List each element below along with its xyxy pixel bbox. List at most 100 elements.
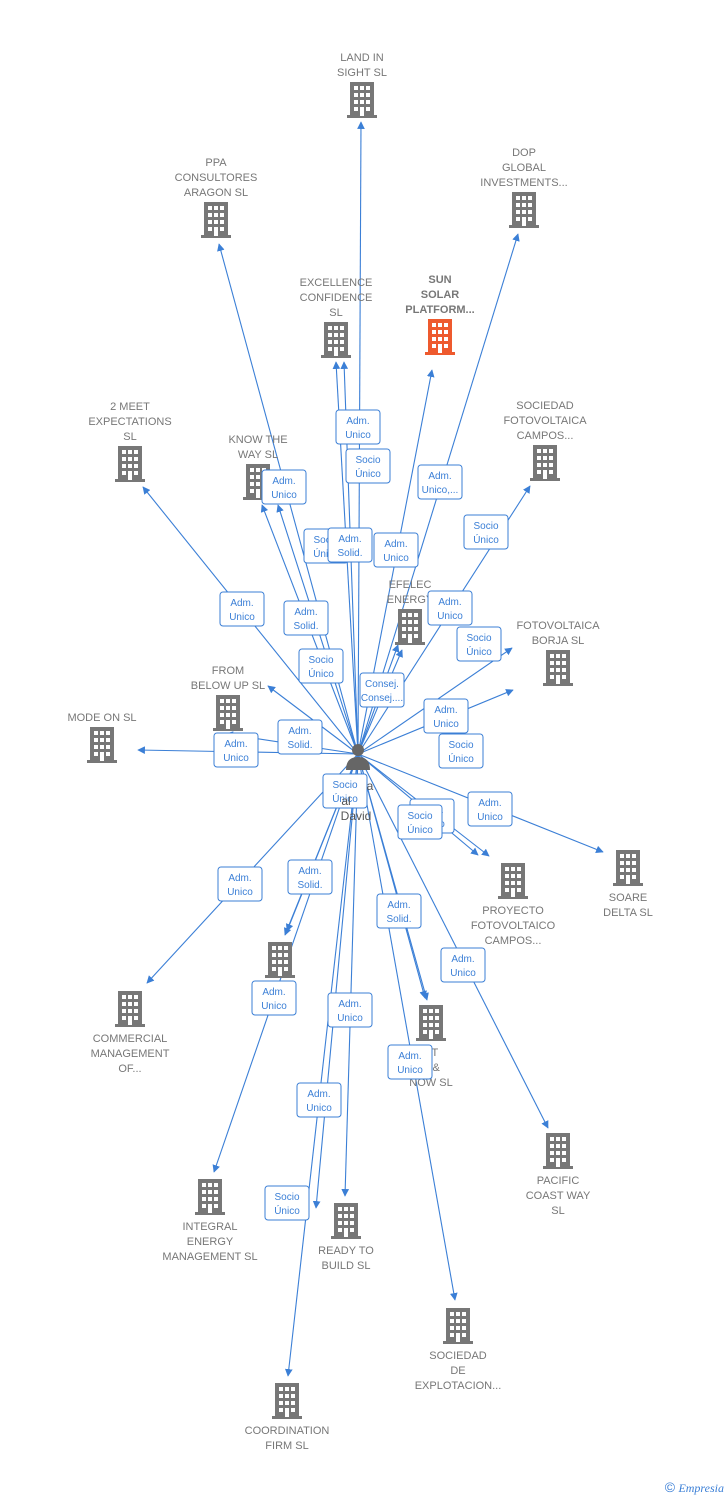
company-name-line: SL xyxy=(123,431,136,443)
building-icon xyxy=(543,650,573,686)
company-name-line: PROYECTO xyxy=(482,905,544,917)
company-name-line: WAY SL xyxy=(238,449,278,461)
company-name-line: PLATFORM... xyxy=(405,304,474,316)
company-node-proyecto[interactable]: PROYECTOFOTOVOLTAICOCAMPOS... xyxy=(471,863,556,947)
company-name-line: INTEGRAL xyxy=(182,1221,237,1233)
company-name-line: FIRM SL xyxy=(265,1440,308,1452)
company-name-line: FOTOVOLTAICO xyxy=(471,920,556,932)
relation-label-coordination[interactable]: Adm.Unico xyxy=(296,1082,342,1118)
company-name-line: COAST WAY xyxy=(526,1190,591,1202)
relation-label-box xyxy=(322,773,368,809)
relation-label-text: Único xyxy=(448,752,474,765)
company-node-coordination[interactable]: COORDINATION FIRM SL xyxy=(245,1383,330,1452)
edge-line-start-now xyxy=(357,753,429,1001)
company-node-commercial[interactable]: COMMERCIALMANAGEMENTOF... xyxy=(91,991,170,1075)
company-node-dop[interactable]: DOPGLOBALINVESTMENTS... xyxy=(480,147,568,228)
relation-label-know-the-way[interactable]: Adm. Solid. xyxy=(327,527,373,563)
relation-label-text: Adm. xyxy=(338,534,361,545)
relation-label-integral[interactable]: Adm.Unico xyxy=(251,980,297,1016)
relation-label-land-in-sight[interactable]: Adm.Unico xyxy=(335,409,381,445)
relation-label-box xyxy=(456,626,502,662)
relation-label-text: Único xyxy=(407,823,433,836)
relation-label-sociedad-explotacion[interactable]: Adm. Unico xyxy=(387,1044,433,1080)
relation-label-b4[interactable]: Adm.Solid. xyxy=(287,859,333,895)
relation-label-text: Solid. xyxy=(337,548,362,559)
company-node-sun-solar[interactable]: SUNSOLARPLATFORM... xyxy=(405,274,475,355)
relation-label-ready[interactable]: Adm.Unico xyxy=(327,992,373,1028)
building-icon xyxy=(416,1005,446,1041)
person-icon-head xyxy=(352,744,364,756)
relation-label-ppa[interactable]: Adm.Solid. xyxy=(283,600,329,636)
company-name-line: 2 MEET xyxy=(110,401,150,413)
relation-label-soare[interactable]: Adm.Unico xyxy=(467,791,513,827)
person-name-line: al xyxy=(341,794,350,808)
relation-label-mode-on[interactable]: Adm.Solid. xyxy=(277,719,323,755)
building-icon xyxy=(87,727,117,763)
relation-label-text: Socio xyxy=(274,1192,299,1203)
relation-label-text: Adm. xyxy=(272,476,295,487)
relation-label-text: Socio xyxy=(308,655,333,666)
relation-label-text: Unico xyxy=(229,612,255,623)
company-node-mode-on[interactable]: MODE ON SL xyxy=(67,712,137,763)
company-name-line: EXPLOTACION... xyxy=(415,1380,502,1392)
building-icon xyxy=(543,1133,573,1169)
company-name-line: SOCIEDAD xyxy=(516,400,574,412)
relation-label-box xyxy=(327,527,373,563)
relation-label-mode-on[interactable]: Adm.Unico xyxy=(213,732,259,768)
relation-label-box xyxy=(440,947,486,983)
relation-label-text: Unico xyxy=(227,887,253,898)
relation-label-sun-solar[interactable]: Adm.Unico xyxy=(373,532,419,568)
relation-label-text: Adm. xyxy=(451,954,474,965)
relation-label-text: Socio xyxy=(407,811,432,822)
relation-label-pacific[interactable]: Adm.Unico xyxy=(440,947,486,983)
company-node-sociedad-fotovoltaica[interactable]: SOCIEDADFOTOVOLTAICACAMPOS... xyxy=(503,400,587,481)
brand-name[interactable]: Empresia xyxy=(678,1481,724,1495)
relation-label-text: Unico xyxy=(437,611,463,622)
relation-label-dop[interactable]: Adm.Unico,... xyxy=(417,464,463,500)
company-name-line: READY TO xyxy=(318,1245,374,1257)
relation-label-2meet[interactable]: Adm.Unico xyxy=(219,591,265,627)
relation-label-know-the-way[interactable]: Adm.Unico xyxy=(261,469,307,505)
company-name-line: EFELEC xyxy=(389,579,432,591)
relation-label-text: Unico xyxy=(397,1065,423,1076)
relation-label-efelec[interactable]: Adm.Unico xyxy=(427,590,473,626)
company-name-line: ARAGON SL xyxy=(184,187,248,199)
edge-line-sociedad-explotacion xyxy=(357,753,458,1301)
relation-label-efelec[interactable]: Consej.Consej.... xyxy=(359,672,405,708)
relation-label-text: Adm. xyxy=(298,866,321,877)
relation-label-fotovoltaica-borja[interactable]: Adm.Unico xyxy=(423,698,469,734)
relation-label-box xyxy=(438,733,484,769)
building-icon xyxy=(195,1179,225,1215)
company-name-line: COORDINATION xyxy=(245,1425,330,1437)
relation-label-box xyxy=(397,804,443,840)
relation-label-text: Adm. xyxy=(398,1051,421,1062)
relation-label-box xyxy=(287,859,333,895)
company-node-sociedad-explotacion[interactable]: SOCIEDADDEEXPLOTACION... xyxy=(415,1308,502,1392)
company-name-line: COMMERCIAL xyxy=(93,1033,168,1045)
relation-label-commercial[interactable]: Adm.Unico xyxy=(217,866,263,902)
relation-label-start-now[interactable]: Adm.Solid. xyxy=(376,893,422,929)
relation-label-box xyxy=(467,791,513,827)
